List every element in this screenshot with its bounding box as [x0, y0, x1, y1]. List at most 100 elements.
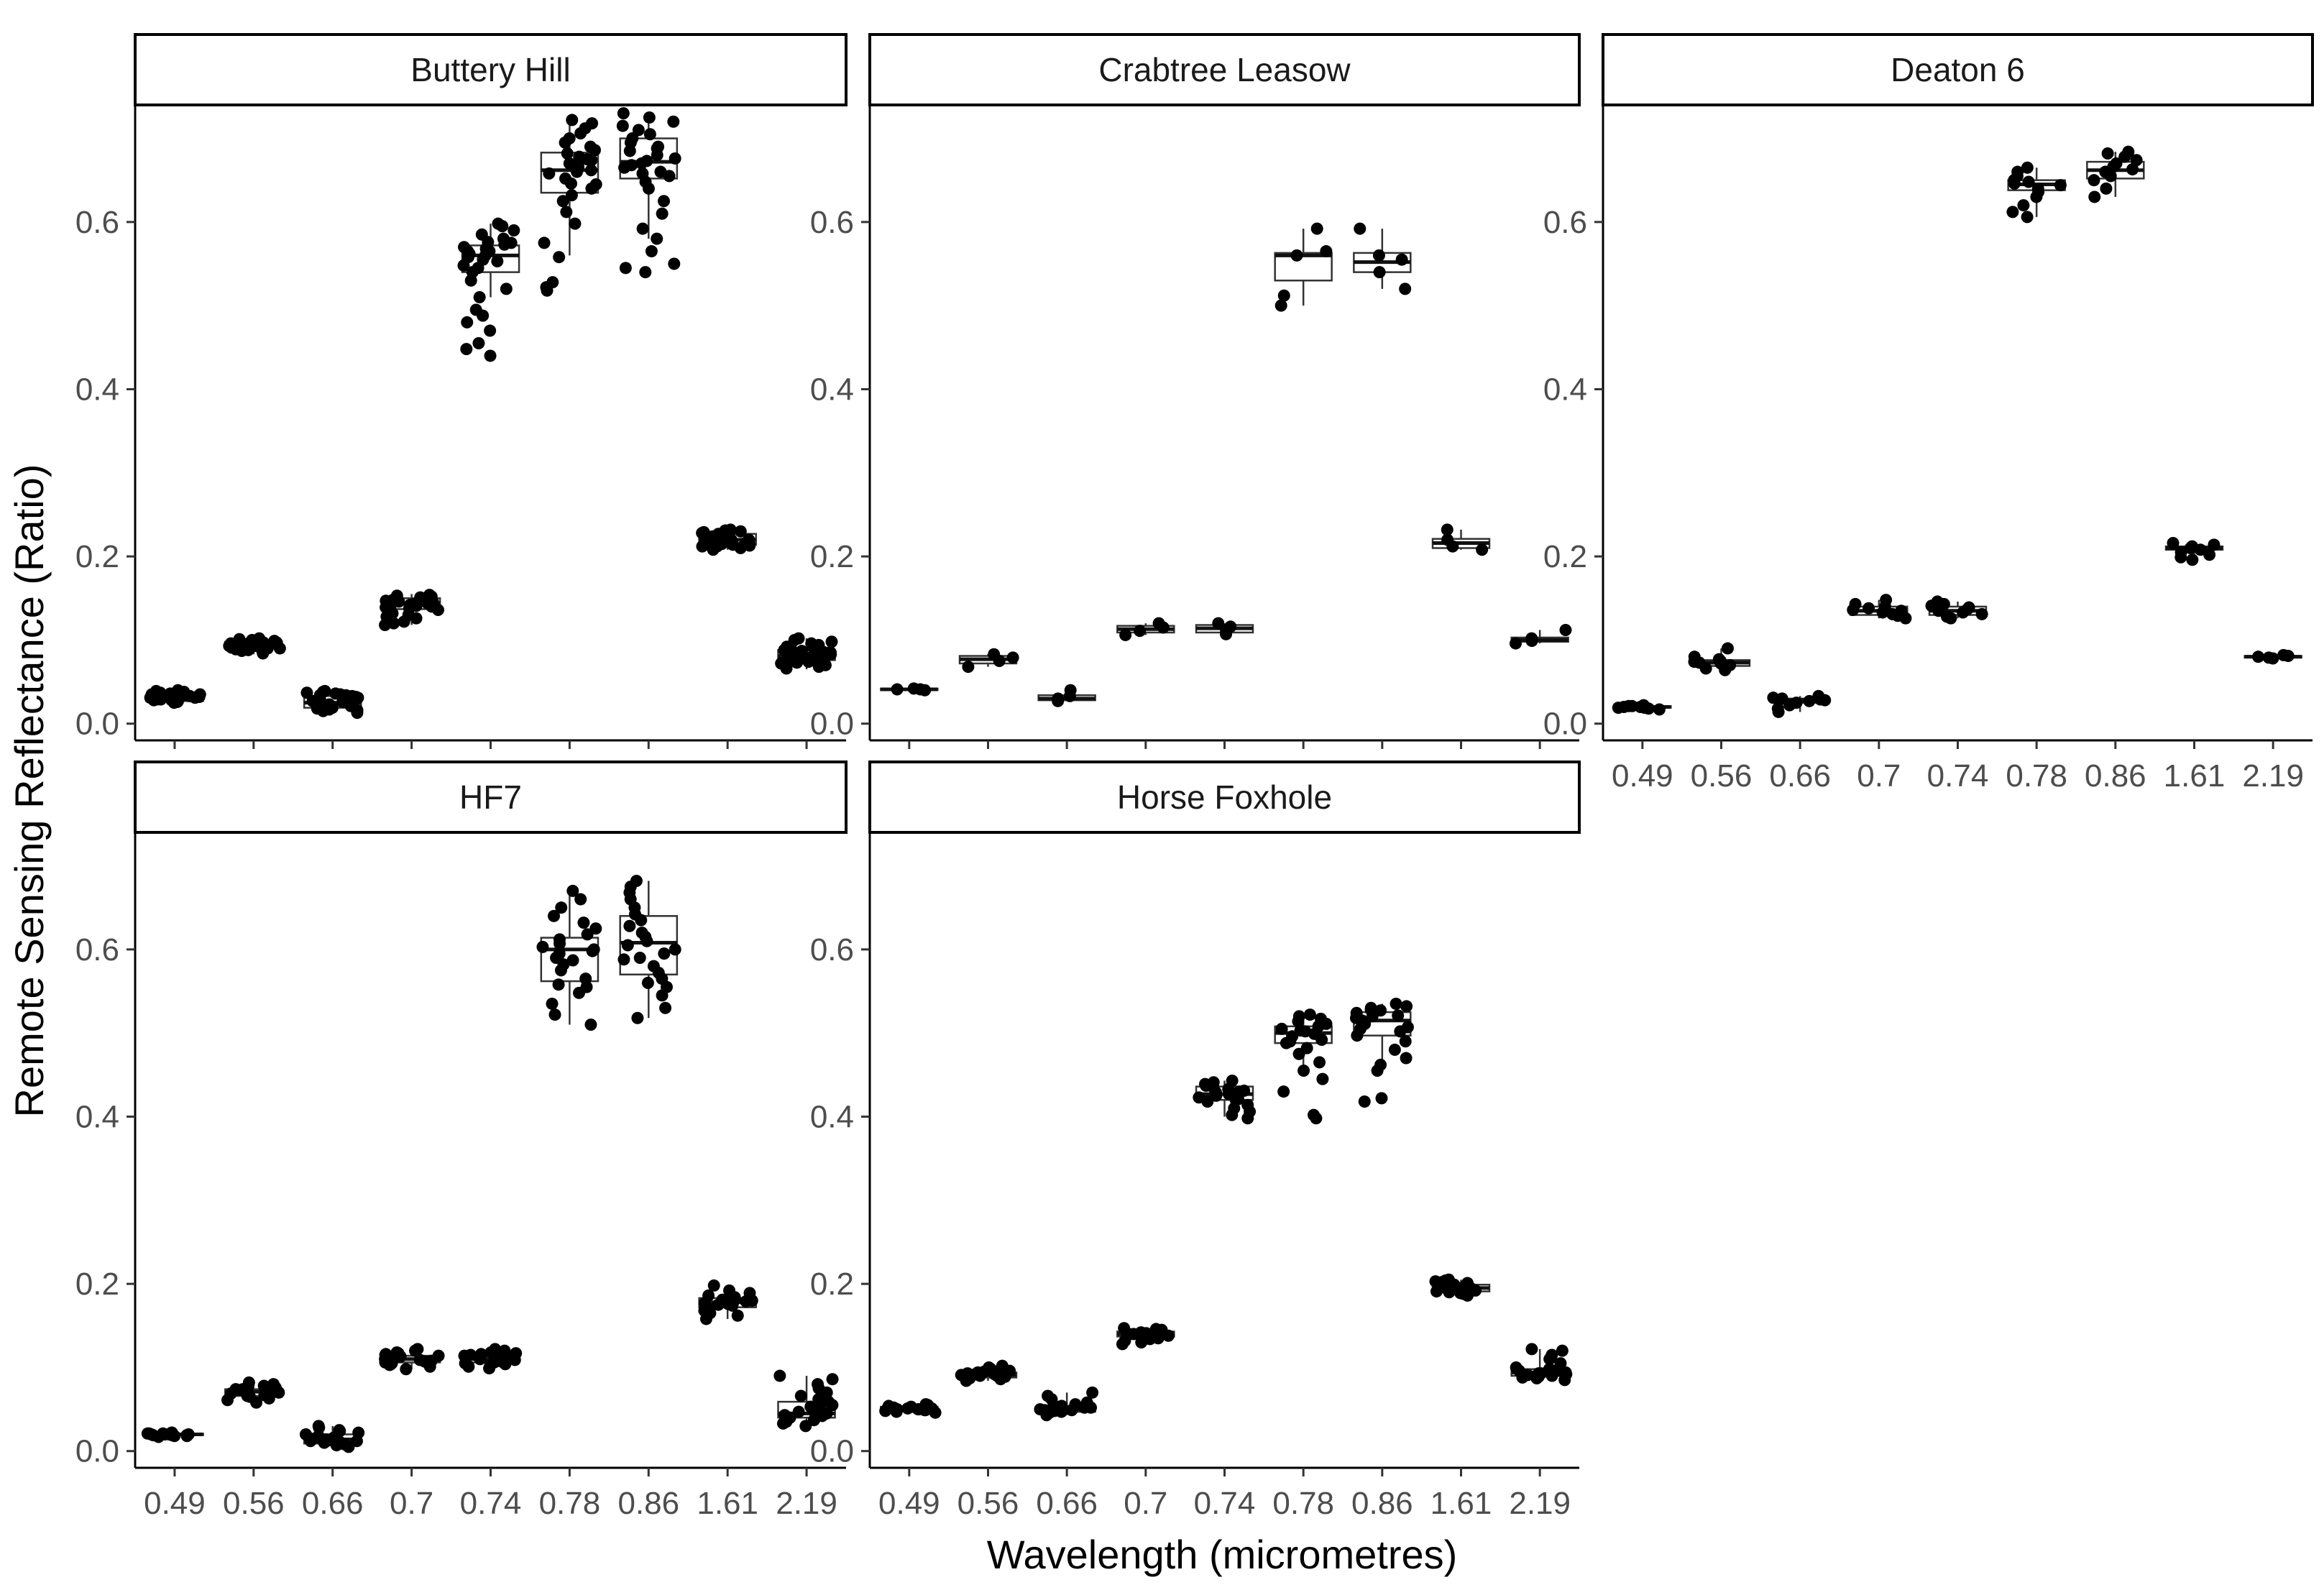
- data-point: [472, 337, 485, 349]
- box-deaton-6-0-49: [1612, 699, 1672, 716]
- data-point: [625, 159, 638, 172]
- data-point: [489, 1343, 502, 1356]
- data-point: [2054, 179, 2067, 192]
- data-point: [242, 1376, 255, 1389]
- data-point: [584, 140, 597, 153]
- x-tick-label: 0.74: [1194, 1486, 1256, 1521]
- data-point: [2031, 182, 2044, 195]
- data-point: [561, 147, 574, 160]
- data-point: [639, 266, 652, 279]
- data-point: [390, 589, 403, 602]
- data-point: [553, 947, 566, 960]
- y-tick-label: 0.0: [810, 1434, 854, 1469]
- data-point: [584, 164, 597, 177]
- data-point: [2021, 161, 2034, 174]
- data-point: [988, 648, 1001, 661]
- strip-crabtree-leasow: [868, 33, 1581, 106]
- data-point: [619, 262, 632, 275]
- box-crabtree-leasow-0-86: [1353, 222, 1412, 295]
- y-tick-label: 0.2: [1543, 539, 1587, 574]
- x-tick-label: 0.86: [1351, 1486, 1413, 1521]
- y-tick-label: 0.0: [1543, 707, 1587, 742]
- y-tick-label: 0.4: [810, 1099, 854, 1134]
- data-point: [1284, 1035, 1297, 1048]
- data-point: [546, 276, 559, 289]
- data-point: [983, 1361, 996, 1374]
- data-point: [1078, 1401, 1091, 1414]
- data-point: [229, 1383, 242, 1396]
- data-point: [1241, 1098, 1254, 1111]
- data-point: [1545, 1348, 1558, 1361]
- data-point: [1849, 597, 1862, 610]
- data-point: [669, 152, 681, 165]
- data-point: [164, 687, 177, 700]
- data-point: [617, 107, 630, 120]
- data-point: [407, 597, 420, 610]
- data-point: [2167, 536, 2180, 549]
- data-point: [781, 651, 794, 664]
- data-point: [1400, 1052, 1413, 1065]
- data-point: [1771, 702, 1784, 715]
- strip-label-crabtree-leasow: Crabtree Leasow: [1098, 51, 1351, 88]
- data-point: [2262, 651, 2275, 664]
- strip-label-horse-foxhole: Horse Foxhole: [1117, 778, 1332, 816]
- x-tick-label: 0.56: [223, 1486, 285, 1521]
- data-point: [658, 195, 671, 208]
- data-point: [1554, 1357, 1567, 1370]
- data-point: [413, 1354, 426, 1366]
- box-horse-foxhole-0-74: [1193, 1074, 1257, 1125]
- data-point: [1314, 1012, 1327, 1025]
- data-point: [2110, 157, 2123, 170]
- data-point: [1392, 1009, 1405, 1022]
- box-hf7-0-7: [379, 1343, 445, 1376]
- data-point: [1895, 605, 1908, 617]
- data-point: [312, 1431, 325, 1444]
- data-point: [734, 525, 747, 538]
- data-point: [1310, 222, 1323, 235]
- strip-label-deaton-6: Deaton 6: [1891, 51, 2025, 88]
- x-tick-label: 0.7: [1857, 758, 1901, 794]
- data-point: [2022, 175, 2035, 188]
- box-crabtree-leasow-2-19: [1509, 623, 1572, 650]
- data-point: [1212, 617, 1225, 630]
- data-point: [668, 257, 681, 270]
- box-horse-foxhole-0-56: [955, 1359, 1018, 1387]
- data-point: [1767, 691, 1780, 704]
- data-point: [300, 686, 313, 699]
- data-point: [630, 874, 643, 887]
- data-point: [636, 222, 649, 235]
- data-point: [635, 927, 648, 939]
- data-point: [571, 165, 584, 178]
- box-crabtree-leasow-0-7: [1116, 617, 1175, 641]
- data-point: [1721, 642, 1734, 655]
- data-point: [473, 291, 486, 304]
- y-tick-label: 0.6: [810, 932, 854, 968]
- data-point: [961, 1367, 974, 1380]
- box-horse-foxhole-0-78: [1274, 1008, 1333, 1125]
- data-point: [1275, 1022, 1288, 1035]
- data-point: [461, 316, 474, 328]
- data-point: [560, 206, 573, 219]
- x-tick-label: 1.61: [1430, 1486, 1492, 1521]
- data-point: [1931, 595, 1944, 608]
- data-point: [574, 893, 587, 906]
- data-point: [1653, 703, 1666, 716]
- data-point: [2100, 182, 2113, 195]
- data-point: [1364, 1003, 1377, 1016]
- data-point: [1509, 637, 1522, 650]
- data-point: [559, 172, 571, 185]
- y-axis-title: Remote Sensing Reflectance (Ratio): [6, 464, 52, 1118]
- data-point: [1006, 651, 1019, 664]
- data-point: [1226, 1074, 1239, 1087]
- data-point: [743, 538, 755, 551]
- box-buttery-hill-0-56: [223, 632, 286, 660]
- strip-buttery-hill: [134, 33, 848, 106]
- data-point: [484, 349, 497, 362]
- y-tick-label: 0.4: [75, 372, 119, 407]
- x-tick-label: 0.86: [2085, 758, 2146, 794]
- box-buttery-hill-0-78: [538, 114, 602, 297]
- data-point: [1375, 1092, 1388, 1105]
